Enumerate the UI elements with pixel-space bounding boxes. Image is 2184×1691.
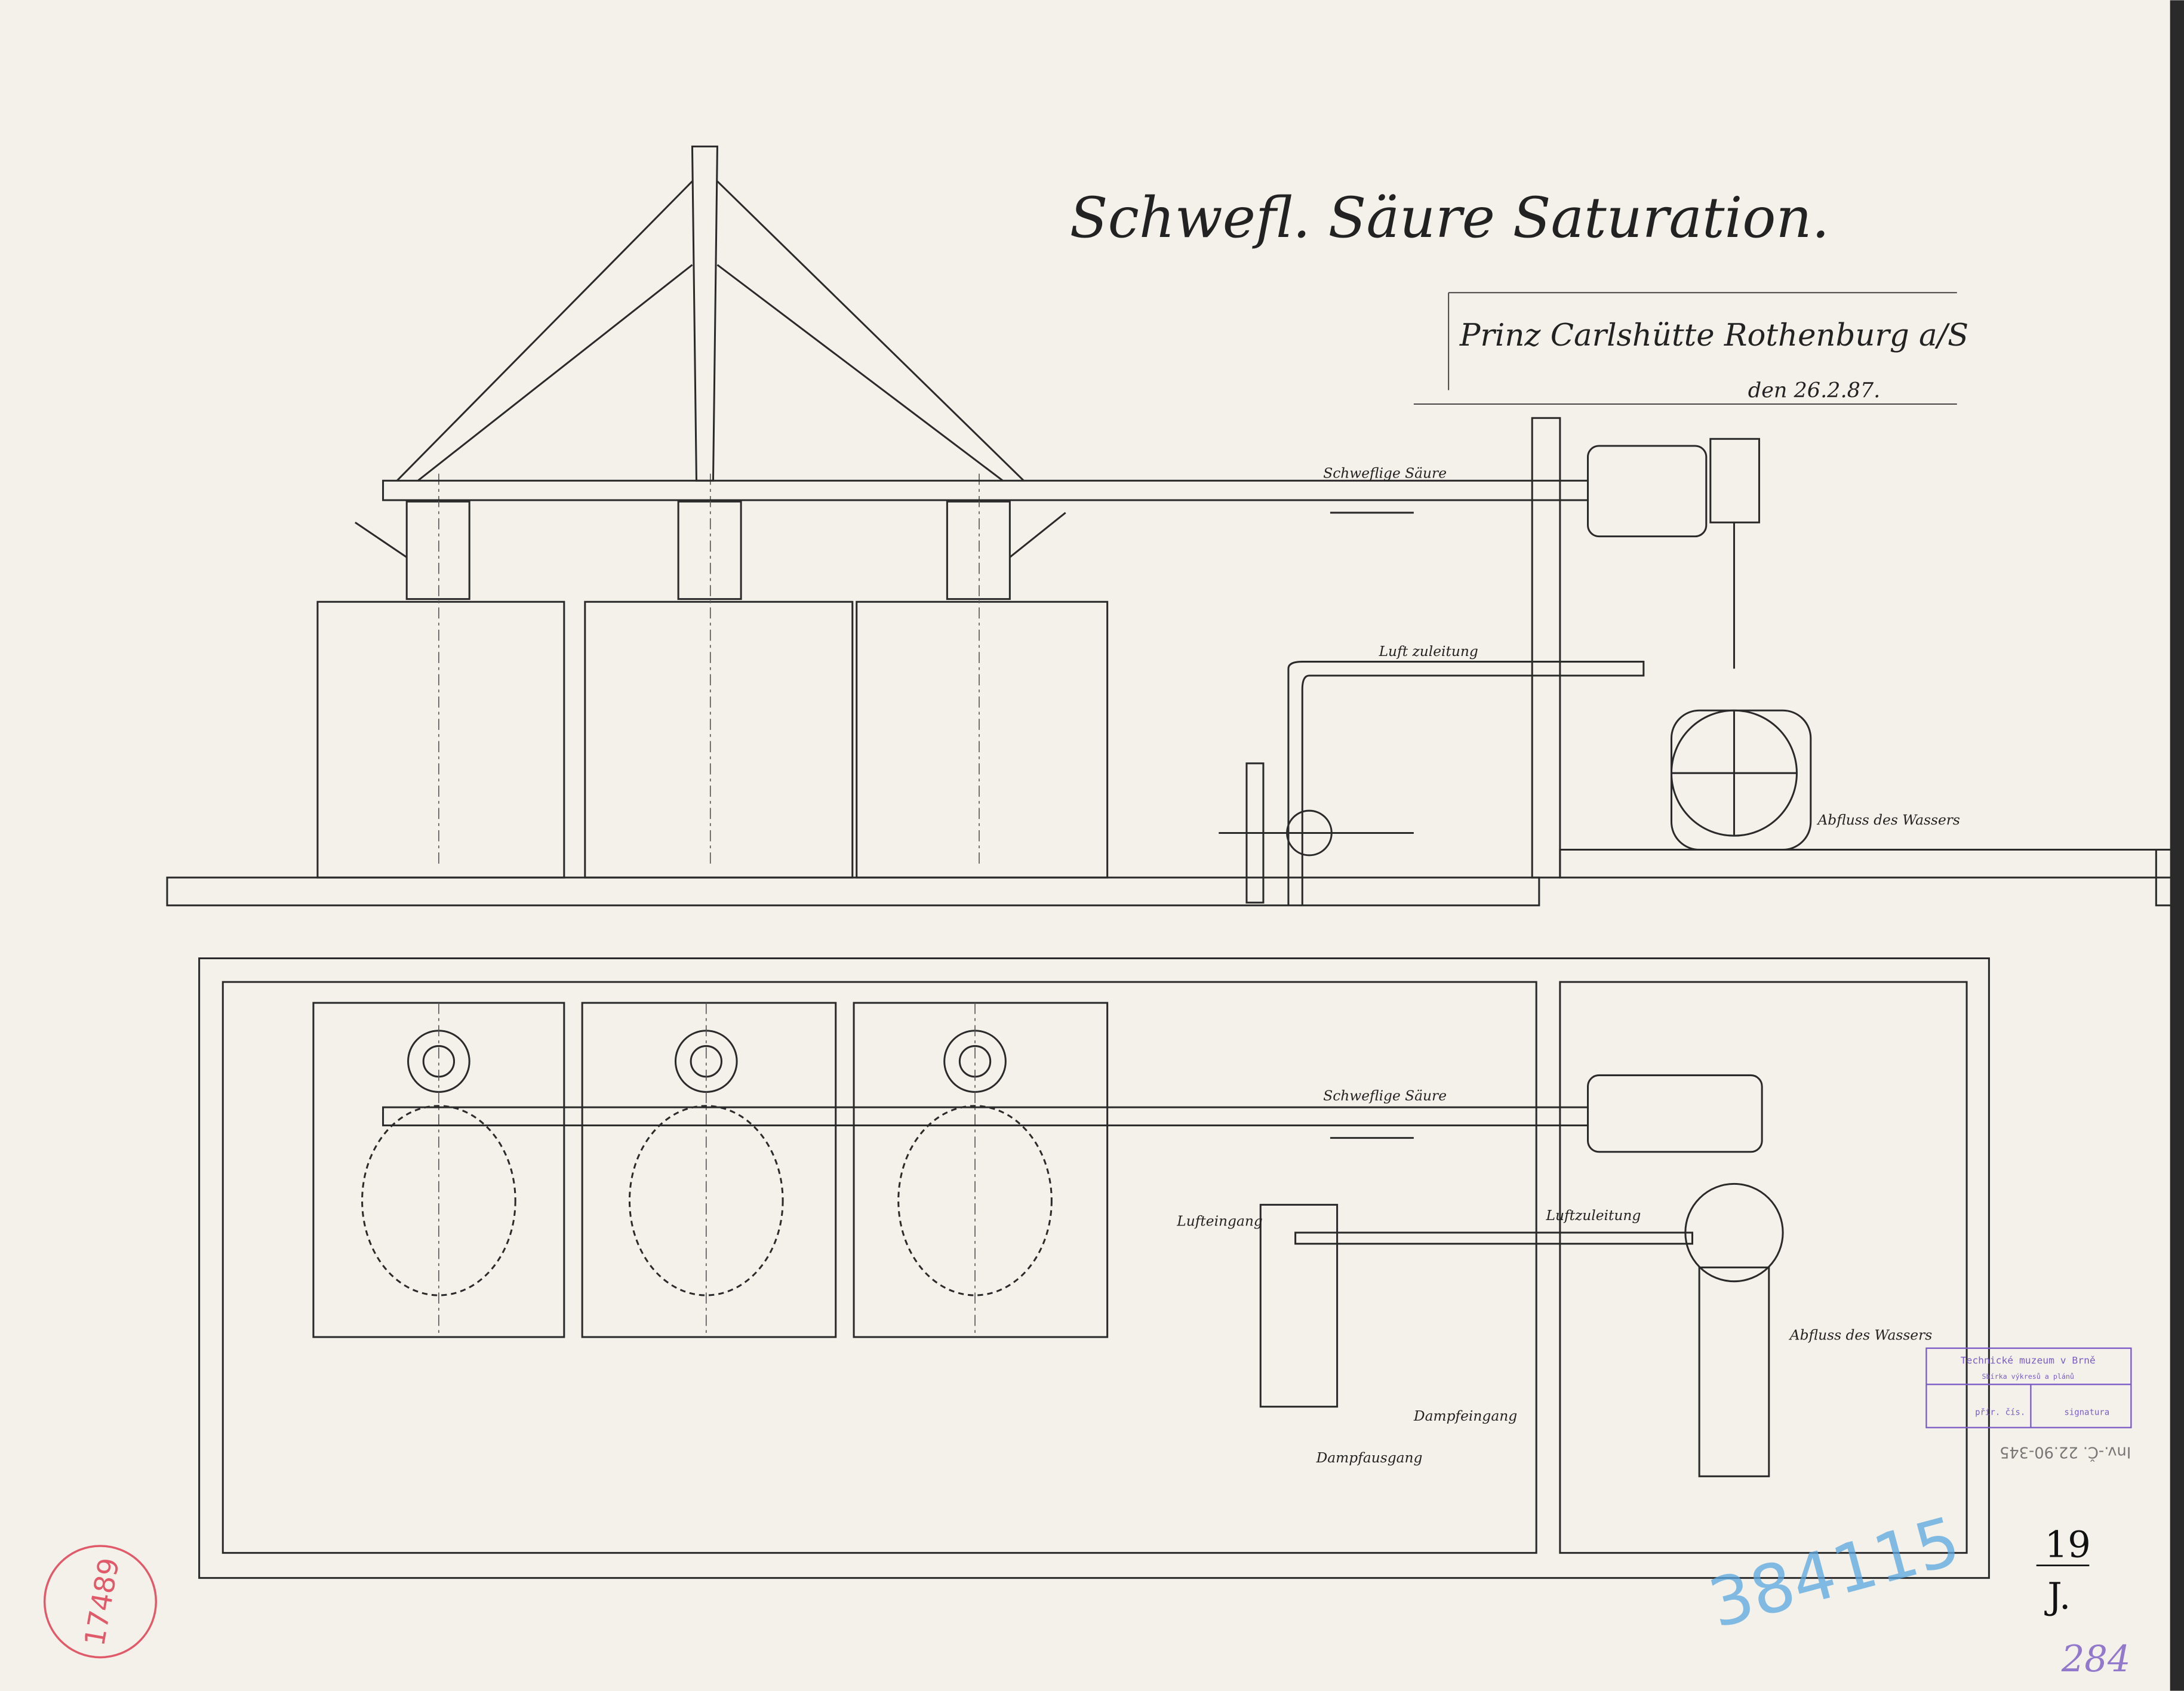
archive-stamp xyxy=(1925,1347,2132,1428)
drawing-date: den 26.2.87. xyxy=(1748,378,1880,402)
plan-air-pipe xyxy=(1294,1231,1693,1245)
sheet-number: 19 xyxy=(2045,1524,2091,1566)
saturator-tank-3 xyxy=(856,600,1109,879)
plan-tank-fittings xyxy=(361,1003,1053,1338)
wall-section xyxy=(1531,417,1561,879)
corner-note: 284 xyxy=(2061,1638,2131,1680)
blower-engine xyxy=(1259,1203,1339,1408)
water-outflow-label: Abfluss des Wassers xyxy=(1816,812,1960,828)
acid-vessel xyxy=(1586,445,1708,538)
floor-section xyxy=(166,876,1540,907)
plan-acid-vessel xyxy=(1586,1074,1763,1153)
air-inlet-label: Lufteingang xyxy=(1176,1213,1263,1229)
plan-air-supply-label: Luftzuleitung xyxy=(1546,1208,1641,1224)
scan-edge xyxy=(2170,0,2184,1691)
blue-pencil-number: 384115 xyxy=(1701,1502,1968,1643)
acid-pipe xyxy=(382,479,1589,501)
plan-acid-pipe-label: Schweflige Säure xyxy=(1323,1088,1447,1104)
red-stamp-number: 17489 xyxy=(79,1556,126,1648)
stamp-field2: signatura xyxy=(2064,1408,2109,1418)
elevation-view: Schweflige Säure Luft zuleitung Abfluss … xyxy=(166,145,2184,907)
steam-outlet-label: Dampfausgang xyxy=(1316,1450,1423,1466)
plan-tank-2 xyxy=(581,1002,837,1338)
tank-valves xyxy=(355,473,1066,864)
title-box xyxy=(1413,292,1957,405)
sheet-subnumber: J. xyxy=(2044,1576,2071,1618)
works-name: Prinz Carlshütte Rothenburg a/S xyxy=(1459,318,1968,353)
room-floor-section xyxy=(1559,848,2184,879)
saturator-tank-2 xyxy=(584,600,854,879)
stamp-line2: Sbírka výkresů a plánů xyxy=(1982,1372,2074,1381)
stamp-line1: Technické muzeum v Brně xyxy=(1961,1354,2096,1366)
plan-view: Schweflige Säure Lufteingang Luftzuleitu… xyxy=(198,957,1990,1579)
plan-walls xyxy=(198,957,1990,1579)
drawing-title: Schwefl. Säure Saturation. xyxy=(1070,186,1830,251)
inventory-number: Inv.-Č. 22.90-345 xyxy=(2000,1443,2131,1462)
plan-water-outflow-label: Abfluss des Wassers xyxy=(1789,1327,1932,1344)
red-stamp xyxy=(43,1545,158,1659)
acid-pipe-label: Schweflige Säure xyxy=(1323,466,1447,482)
stamp-field1: přír. čís. xyxy=(1975,1408,2025,1418)
support-frame xyxy=(396,145,1025,482)
plan-pump xyxy=(1684,1182,1784,1283)
steam-inlet-label: Dampfeingang xyxy=(1413,1408,1517,1424)
saturator-tank-1 xyxy=(316,600,565,879)
plan-tank-3 xyxy=(853,1002,1109,1338)
air-supply-label: Luft zuleitung xyxy=(1379,643,1478,660)
valve-head xyxy=(1709,438,1760,523)
